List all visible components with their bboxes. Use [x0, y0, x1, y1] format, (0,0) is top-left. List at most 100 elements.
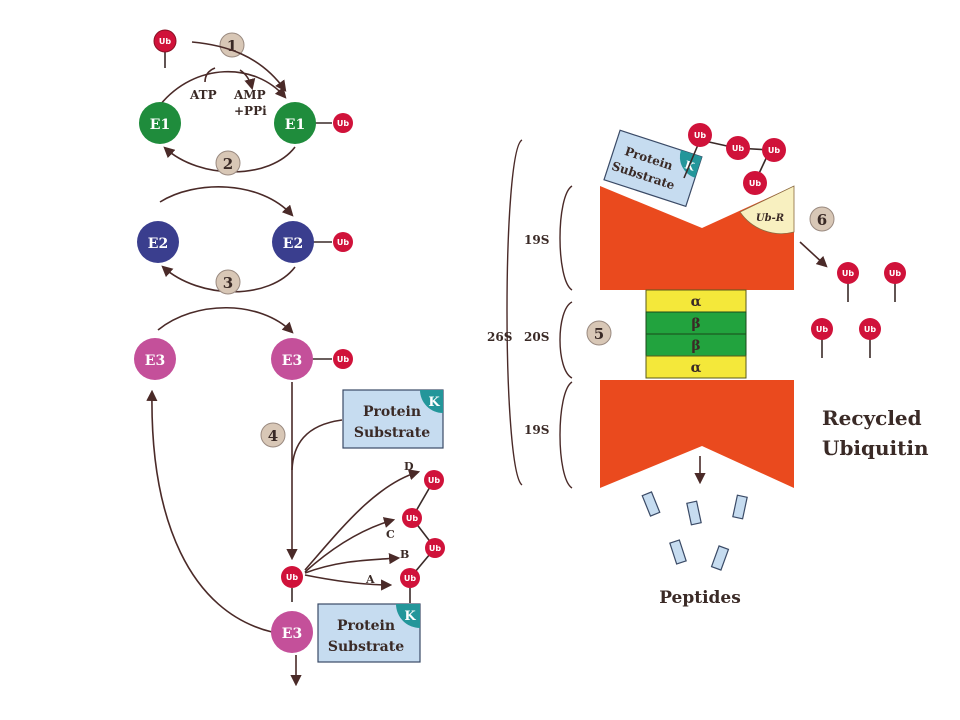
- svg-text:Ub: Ub: [286, 573, 298, 582]
- release-arrow: [799, 241, 828, 268]
- svg-text:Ub: Ub: [749, 179, 761, 188]
- proteasome-19s-bottom: [600, 380, 794, 488]
- svg-text:Ub: Ub: [864, 325, 876, 334]
- svg-text:6: 6: [817, 211, 827, 229]
- amp-out: [239, 69, 256, 91]
- ub-receptor: [739, 185, 795, 235]
- e2-enzyme: E2: [137, 221, 179, 263]
- svg-text:E3: E3: [145, 353, 165, 369]
- label-20s: 20S: [524, 330, 549, 344]
- svg-text:5: 5: [594, 325, 604, 343]
- ubr-label: Ub-R: [756, 213, 784, 224]
- bracket-19s-bottom: [559, 381, 573, 489]
- svg-text:Substrate: Substrate: [328, 639, 404, 655]
- svg-text:2: 2: [223, 155, 233, 173]
- svg-text:Ub: Ub: [337, 238, 349, 247]
- chain-arrow-c: [304, 517, 396, 573]
- step-2-badge: 2: [215, 150, 241, 176]
- peptide-1: [641, 491, 661, 517]
- bracket-19s-top: [559, 185, 573, 291]
- beta-ring-top: β: [691, 316, 700, 332]
- amp-label: AMP: [233, 88, 266, 102]
- e3-enzyme: E3: [134, 338, 176, 380]
- svg-text:E2: E2: [148, 236, 168, 252]
- svg-text:E1: E1: [285, 117, 305, 133]
- atp-label: ATP: [189, 88, 217, 102]
- peptide-5: [710, 545, 730, 571]
- protein-substrate-tilted: K Protein Substrate: [603, 129, 703, 208]
- svg-text:Ub: Ub: [406, 514, 418, 523]
- svg-text:Ub: Ub: [337, 119, 349, 128]
- step-4-badge: 4: [260, 422, 286, 448]
- step-3-badge: 3: [215, 269, 241, 295]
- e2-to-e3-arc: [157, 307, 294, 334]
- polyubiquitin-chain-right: Ub Ub Ub Ub: [683, 123, 786, 195]
- bracket-20s: [559, 301, 573, 379]
- atp-in: [204, 67, 216, 83]
- svg-text:Ub: Ub: [816, 325, 828, 334]
- svg-text:4: 4: [268, 427, 278, 445]
- svg-text:Ub: Ub: [842, 269, 854, 278]
- ub-entry-arrow: [191, 41, 287, 92]
- svg-text:Protein: Protein: [337, 618, 395, 634]
- svg-text:Ub: Ub: [337, 355, 349, 364]
- svg-text:E2: E2: [283, 236, 303, 252]
- free-ubiquitin: Ub: [153, 29, 177, 68]
- svg-text:E1: E1: [150, 117, 170, 133]
- e1-ub-conjugate: E1 Ub: [274, 102, 353, 144]
- label-19s-top: 19S: [524, 233, 549, 247]
- chain-label-d: D: [404, 460, 414, 473]
- bracket-26s: [506, 139, 523, 486]
- svg-text:Protein: Protein: [363, 404, 421, 420]
- beta-ring-bottom: β: [691, 338, 700, 354]
- label-19s-bottom: 19S: [524, 423, 549, 437]
- proteasome-20s-core: α β β α: [645, 289, 747, 379]
- svg-text:1: 1: [227, 37, 237, 55]
- polyubiquitin-chain-left: Ub Ub Ub Ub: [400, 470, 445, 603]
- protein-substrate-box: K Protein Substrate: [342, 389, 444, 449]
- label-26s: 26S: [487, 330, 512, 344]
- peptide-2: [686, 500, 702, 526]
- recycled-ub-2: Ub: [884, 262, 906, 302]
- e1-activation-arc: [159, 70, 287, 106]
- recycled-label-line2: Ubiquitin: [822, 436, 929, 460]
- alpha-ring-top: α: [691, 294, 702, 310]
- e3-ub-conjugate: E3 Ub: [271, 338, 353, 380]
- ub-on-e3: Ub: [281, 566, 303, 602]
- recycled-ub-4: Ub: [859, 318, 881, 358]
- recycled-label-line1: Recycled: [822, 406, 922, 430]
- peptide-3: [732, 494, 748, 520]
- chain-label-a: A: [365, 573, 375, 586]
- chain-label-b: B: [400, 548, 409, 561]
- svg-text:Ub: Ub: [428, 476, 440, 485]
- chain-arrow-a: [304, 574, 393, 591]
- svg-text:E3: E3: [282, 353, 302, 369]
- step-1-badge: 1: [219, 32, 245, 58]
- svg-text:Ub: Ub: [429, 544, 441, 553]
- e3-bottom-enzyme: E3: [271, 611, 313, 653]
- svg-text:Substrate: Substrate: [354, 425, 430, 441]
- svg-text:E3: E3: [282, 626, 302, 642]
- peptide-fragments: [641, 491, 748, 571]
- svg-text:Ub: Ub: [768, 146, 780, 155]
- svg-text:K: K: [404, 609, 416, 624]
- e2-ub-conjugate: E2 Ub: [272, 221, 353, 263]
- e1-to-e2-arc: [159, 186, 294, 217]
- chain-arrow-b: [304, 553, 401, 574]
- svg-text:3: 3: [223, 274, 233, 292]
- svg-text:Ub: Ub: [889, 269, 901, 278]
- ppi-label: +PPi: [234, 104, 267, 118]
- svg-text:Ub: Ub: [404, 574, 416, 583]
- alpha-ring-bottom: α: [691, 360, 702, 376]
- ub-label: Ub: [159, 37, 171, 46]
- step-6-badge: 6: [809, 206, 835, 232]
- svg-text:Ub: Ub: [732, 144, 744, 153]
- chain-arrow-d: [304, 469, 421, 571]
- peptides-label: Peptides: [659, 588, 741, 608]
- e1-enzyme: E1: [139, 102, 181, 144]
- e3-recycle-arrow: [146, 389, 273, 633]
- step-5-badge: 5: [586, 320, 612, 346]
- protein-substrate-box-bottom: K Protein Substrate: [317, 603, 421, 663]
- recycled-ub-3: Ub: [811, 318, 833, 358]
